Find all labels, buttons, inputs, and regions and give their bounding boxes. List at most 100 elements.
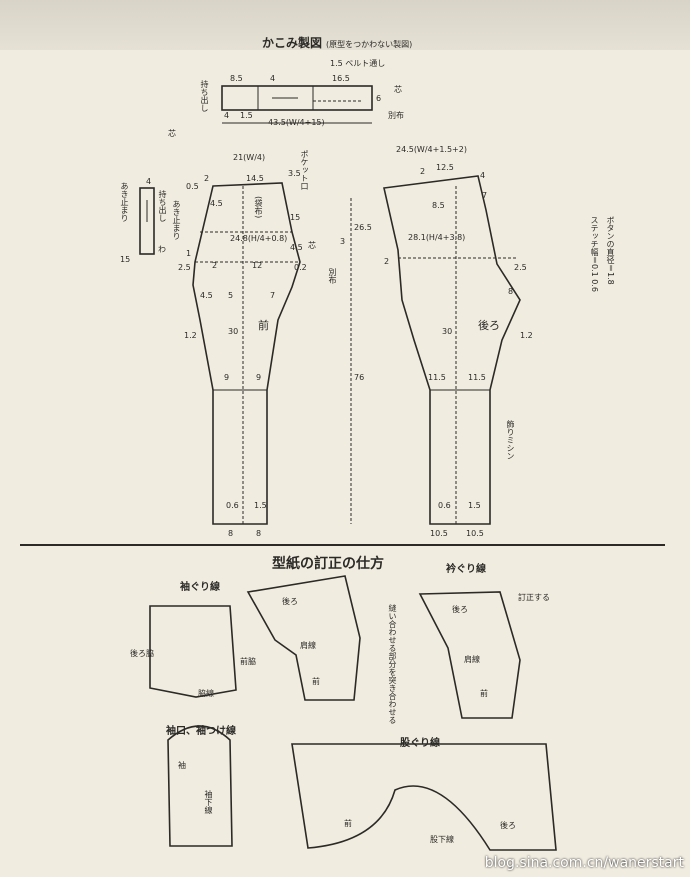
front-f: 15 (290, 213, 301, 222)
section-divider (20, 544, 665, 546)
front-core: 芯 (308, 241, 316, 250)
back-thirty: 30 (442, 327, 453, 336)
wb-mochidashi: 持ち出し (200, 80, 209, 112)
wb-d5: 4 (224, 111, 230, 120)
front-o: 7 (270, 291, 276, 300)
front-pocket: ポケット口 (300, 150, 309, 190)
placket-bottom: 15 (120, 255, 131, 264)
side-line-label: 脇線 (198, 689, 214, 698)
back-hem-l: 10.5 (430, 529, 448, 538)
crotch-back: 後ろ (500, 821, 516, 830)
back-knee-r: 11.5 (468, 373, 486, 382)
front-hem-l: 8 (228, 529, 234, 538)
front-k: 12 (252, 261, 263, 270)
placket-v2: 持ち出し (158, 190, 167, 222)
back-f: 2 (384, 257, 390, 266)
front-bessfu: 別布 (328, 268, 337, 284)
front-hem-b: 1.5 (254, 501, 267, 510)
header-band (0, 0, 690, 50)
sleeve-label: 袖 (178, 761, 186, 770)
front-c: 3.5 (288, 169, 301, 178)
back-stitch: 飾りミシン (506, 420, 515, 460)
neck-correct: 訂正する (518, 593, 550, 602)
wb-d2: 4 (270, 74, 276, 83)
wb-d1: 8.5 (230, 74, 243, 83)
inseam-length: 76 (354, 373, 365, 382)
placket-top: 4 (146, 177, 152, 186)
front-knee-l: 9 (224, 373, 230, 382)
sleeve-under: 袖下線 (204, 790, 213, 814)
front-e: 4.5 (210, 199, 223, 208)
title-text: かこみ製図 (262, 36, 323, 50)
placket-v3: わ (158, 245, 166, 254)
sub-sleeve: 袖口、袖つけ線 (166, 726, 236, 737)
back-h: 8 (508, 287, 514, 296)
sub-crotch: 股ぐり線 (400, 738, 440, 749)
back-w: 24.5(W/4+1.5+2) (396, 145, 467, 154)
front-d: 0.5 (186, 182, 199, 191)
wb-separate: 別布 (388, 111, 404, 120)
back-label: 後ろ (478, 319, 500, 332)
front-side-label: 前脇 (240, 657, 256, 666)
placket-v1: あき止まり (120, 182, 129, 222)
back-side-label: 後ろ脇 (130, 649, 154, 658)
wb-core: 芯 (394, 85, 402, 94)
armhole-back: 後ろ (282, 597, 298, 606)
wb-d6: 1.5 (240, 111, 253, 120)
back-d: 8.5 (432, 201, 445, 210)
front-b: 14.5 (246, 174, 264, 183)
wb-d3: 16.5 (332, 74, 350, 83)
neck-shoulder: 肩線 (464, 655, 480, 664)
armhole-shoulder: 肩線 (300, 641, 316, 650)
armhole-front: 前 (312, 677, 320, 686)
note-button: ボタンの直径＝1.8 (606, 216, 615, 285)
front-hem-r: 8 (256, 529, 262, 538)
placket-core: 芯 (168, 129, 176, 138)
back-side: 1.2 (520, 331, 533, 340)
front-a: 2 (204, 174, 210, 183)
sub-armhole: 袖ぐり線 (180, 582, 220, 593)
wb-length: 43.5(W/4+15) (268, 118, 325, 127)
front-m: 4.5 (200, 291, 213, 300)
back-g: 2.5 (514, 263, 527, 272)
front-opening: あき止まり (172, 200, 181, 240)
back-e: 7 (482, 191, 488, 200)
front-knee-r: 9 (256, 373, 262, 382)
back-hem-b: 1.5 (468, 501, 481, 510)
front-h: 0.2 (294, 263, 307, 272)
front-w: 21(W/4) (233, 153, 266, 162)
watermark: blog.sina.com.cn/wanerstart (484, 855, 684, 871)
wb-beltloop: 1.5 ベルト通し (330, 59, 386, 68)
front-l: 2 (212, 261, 218, 270)
front-j: 2.5 (178, 263, 191, 272)
back-hip: 28.1(H/4+3.8) (408, 233, 466, 242)
back-hem-a: 0.6 (438, 501, 451, 510)
back-knee-l: 11.5 (428, 373, 446, 382)
front-three: 3 (340, 237, 346, 246)
section2-title: 型紙の訂正の仕方 (272, 556, 384, 572)
front-side: 1.2 (184, 331, 197, 340)
page-title: かこみ製図(原型をつかわない製図) (262, 34, 412, 51)
front-hem-a: 0.6 (226, 501, 239, 510)
crotch-front: 前 (344, 819, 352, 828)
wb-d7: 6 (376, 94, 382, 103)
front-bag: (袋布) (254, 196, 263, 219)
front-n: 5 (228, 291, 234, 300)
back-c: 4 (480, 171, 486, 180)
sub-neck: 衿ぐり線 (446, 564, 486, 575)
rise: 26.5 (354, 223, 372, 232)
back-a: 2 (420, 167, 426, 176)
front-g: 4.5 (290, 243, 303, 252)
front-i: 1 (186, 249, 192, 258)
neck-front: 前 (480, 689, 488, 698)
crotch-inseam: 股下線 (430, 835, 454, 844)
front-thirty: 30 (228, 327, 239, 336)
front-hip: 24.8(H/4+0.8) (230, 234, 288, 243)
back-hem-r: 10.5 (466, 529, 484, 538)
title-subtitle: (原型をつかわない製図) (326, 40, 413, 49)
neck-back: 後ろ (452, 605, 468, 614)
back-b: 12.5 (436, 163, 454, 172)
note-stitch: ステッチ幅＝0.1 0.6 (590, 216, 599, 292)
front-label: 前 (258, 319, 269, 332)
